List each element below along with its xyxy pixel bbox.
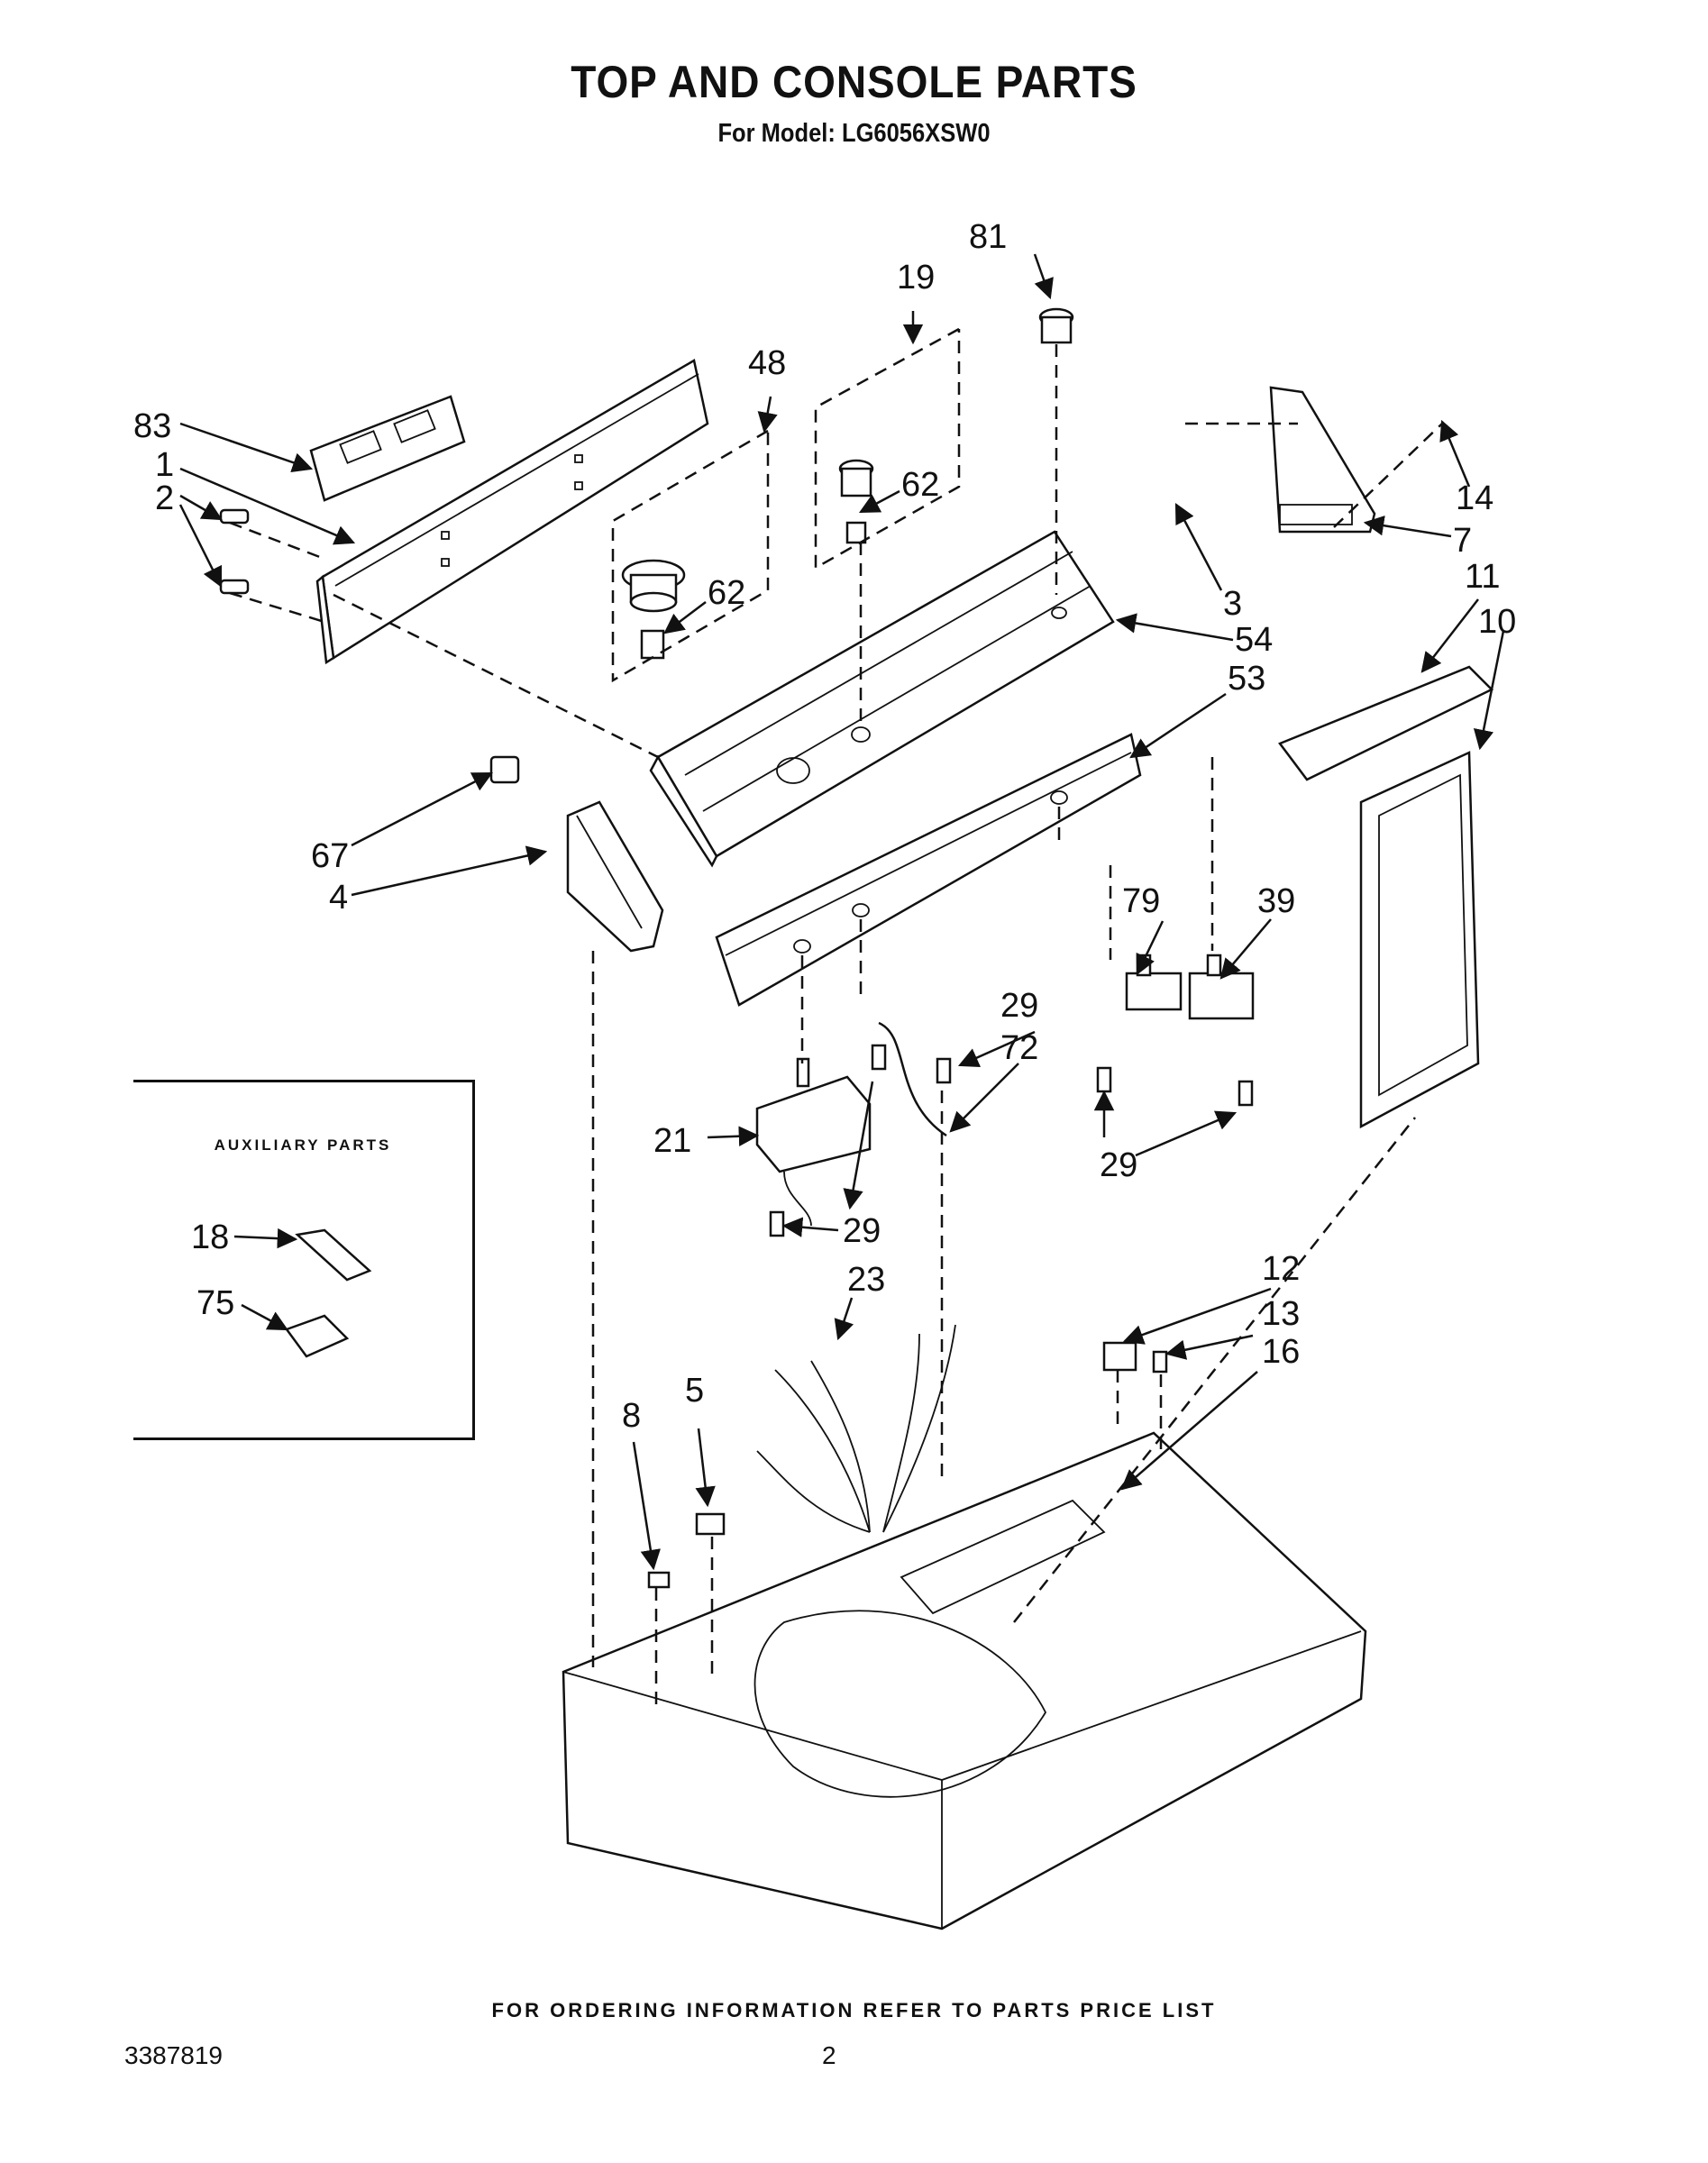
callout-21: 21 (653, 1122, 691, 1160)
clip-icon (647, 1571, 671, 1589)
clip-icon (695, 1512, 726, 1536)
callout-19: 19 (897, 259, 935, 297)
auxiliary-parts-title: AUXILIARY PARTS (214, 1136, 392, 1154)
callout-23: 23 (847, 1261, 885, 1299)
document-number: 3387819 (124, 2041, 224, 2069)
callout-62: 62 (708, 574, 745, 612)
callout-11: 11 (1465, 558, 1500, 596)
knob-assembly-box (814, 327, 961, 570)
callout-4: 4 (329, 879, 348, 917)
leader-lines (178, 253, 1505, 1571)
push-button-knob-icon (1038, 307, 1074, 344)
page-title: TOP AND CONSOLE PARTS (571, 57, 1137, 107)
page-number: 2 (822, 2041, 836, 2069)
callout-2: 2 (155, 479, 174, 517)
backsplash-trim (309, 395, 466, 502)
callout-62: 62 (901, 466, 939, 504)
terminal-icon (295, 1228, 372, 1282)
callout-81: 81 (969, 218, 1007, 256)
mounting-screw-icon (219, 508, 250, 595)
callout-labels: 83 1 2 81 19 48 62 62 3 14 7 11 10 54 53… (133, 218, 1516, 1435)
callout-13: 13 (1262, 1295, 1300, 1333)
console-back-panel (315, 359, 709, 665)
timer-motor (755, 1057, 872, 1227)
callout-10: 10 (1478, 603, 1516, 641)
control-panel (649, 530, 1115, 868)
callout-18: 18 (191, 1218, 229, 1256)
callout-3: 3 (1223, 585, 1242, 623)
console-end-cap (566, 800, 664, 953)
callout-16: 16 (1262, 1333, 1300, 1371)
selector-knob-icon (838, 459, 874, 544)
callout-48: 48 (748, 344, 786, 382)
ordering-note: FOR ORDERING INFORMATION REFER TO PARTS … (491, 1999, 1217, 2022)
callout-79: 79 (1122, 882, 1160, 920)
callout-83: 83 (133, 407, 171, 445)
ground-wire (878, 1021, 947, 1137)
knob-assembly-box (611, 429, 770, 683)
callout-39: 39 (1257, 882, 1295, 920)
switch-icon (1188, 954, 1255, 1020)
callout-5: 5 (685, 1372, 704, 1410)
callout-8: 8 (622, 1397, 641, 1435)
auxiliary-parts-panel: AUXILIARY PARTS (133, 1080, 475, 1440)
callout-29: 29 (843, 1212, 881, 1250)
callout-67: 67 (311, 837, 349, 875)
clip-icon (1102, 1341, 1137, 1372)
model-subtitle: For Model: LG6056XSW0 (717, 119, 991, 148)
callout-1: 1 (155, 446, 174, 484)
assembly-dashed-lines (229, 344, 1443, 1712)
callout-75: 75 (196, 1284, 234, 1322)
callout-12: 12 (1262, 1250, 1300, 1288)
callout-29: 29 (1100, 1146, 1137, 1184)
wire-harness (756, 1324, 956, 1533)
dryer-top-panel (562, 1431, 1367, 1930)
callout-29: 29 (1000, 987, 1038, 1025)
timer-knob-icon (621, 559, 686, 660)
connector-icon (285, 1314, 350, 1358)
clip-icon (489, 755, 520, 784)
callout-7: 7 (1453, 522, 1472, 560)
right-end-cap (1269, 386, 1376, 534)
callout-14: 14 (1456, 479, 1493, 517)
lint-screen (1359, 751, 1480, 1129)
callout-72: 72 (1000, 1029, 1038, 1067)
control-panel-bracket (715, 733, 1142, 1007)
callout-54: 54 (1235, 621, 1273, 659)
screw-icon (1152, 1350, 1168, 1374)
switch-icon (1125, 954, 1183, 1011)
callout-53: 53 (1228, 660, 1265, 698)
